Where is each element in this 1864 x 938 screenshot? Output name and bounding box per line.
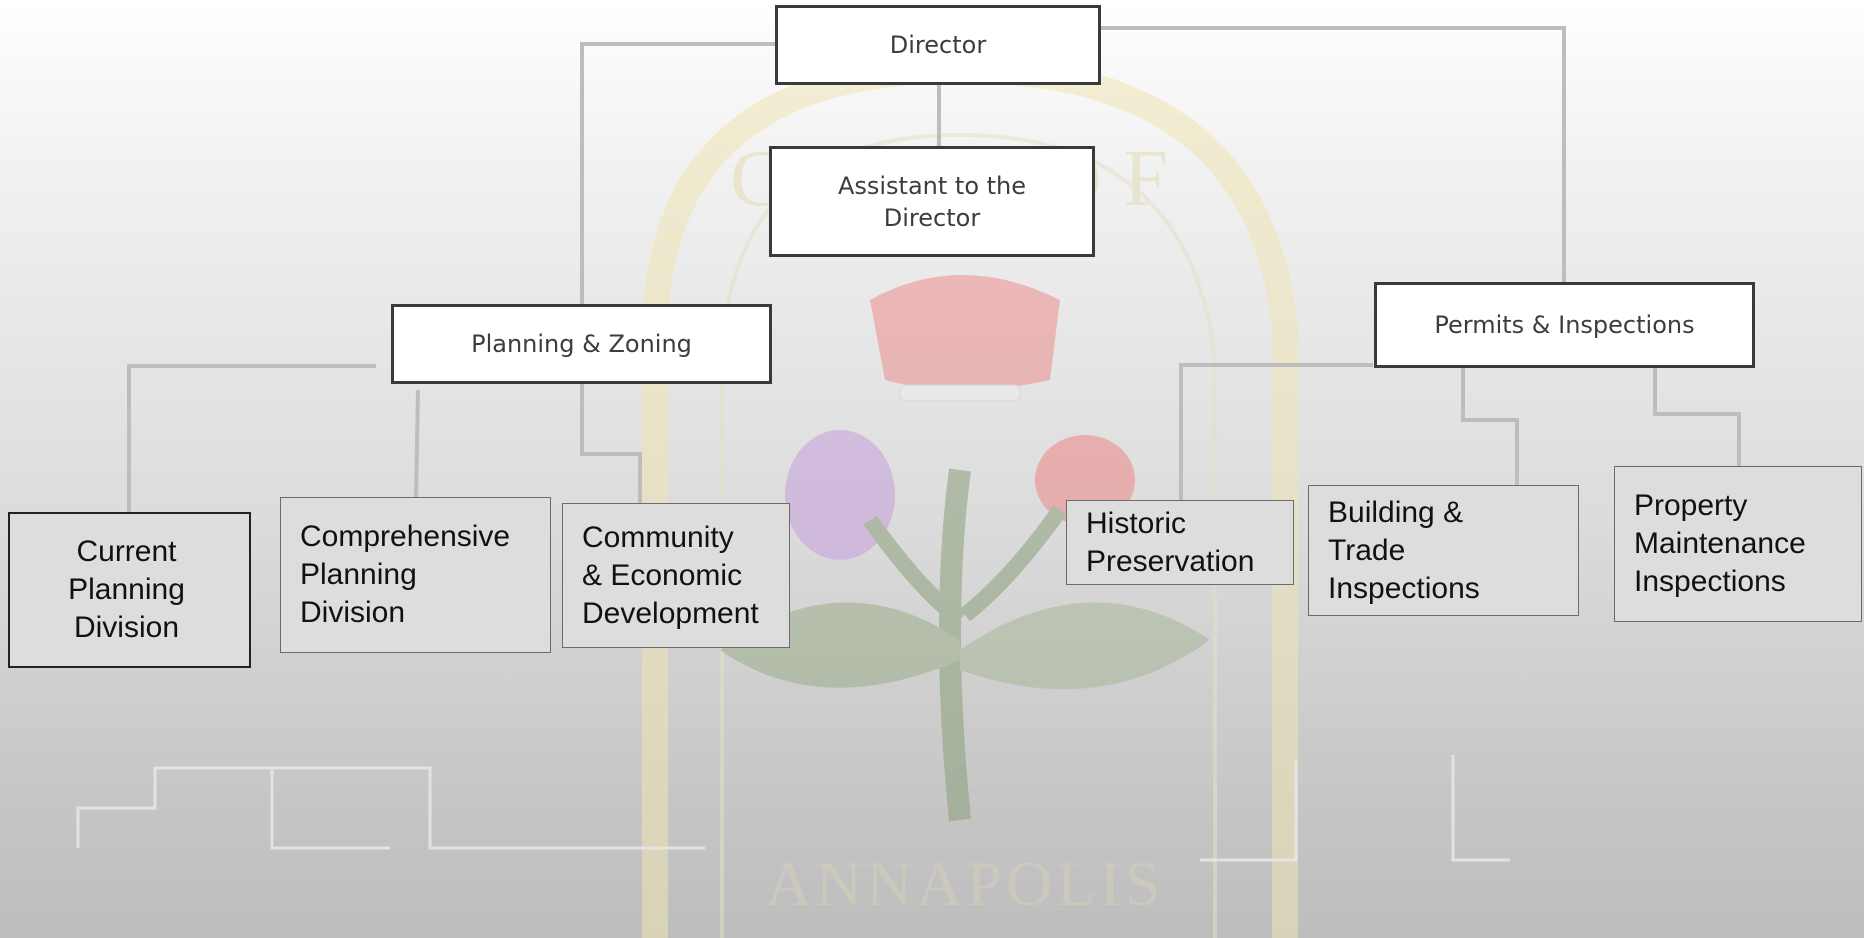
comprehensive-planning-division-box[interactable]: Comprehensive Planning Division [280, 497, 551, 653]
assistant-label: Assistant to the Director [837, 171, 1027, 232]
building-trade-inspections-box[interactable]: Building & Trade Inspections [1308, 485, 1579, 616]
thistle-and-rose-icon [720, 430, 1210, 822]
historic-preservation-label: Historic Preservation [1086, 506, 1255, 578]
planning-zoning-label: Planning & Zoning [471, 330, 692, 358]
community-economic-development-box[interactable]: Community & Economic Development [562, 503, 790, 648]
property-maintenance-inspections-box[interactable]: Property Maintenance Inspections [1614, 466, 1862, 622]
building-trade-label: Building & Trade Inspections [1328, 495, 1480, 605]
current-planning-label: Current Planning Division [68, 535, 185, 644]
comprehensive-planning-label: Comprehensive Planning Division [300, 520, 511, 629]
community-economic-label: Community & Economic Development [582, 520, 759, 630]
planning-zoning-box[interactable]: Planning & Zoning [391, 304, 772, 384]
current-planning-division-box[interactable]: Current Planning Division [8, 512, 251, 668]
director-label: Director [889, 31, 987, 59]
property-maintenance-label: Property Maintenance Inspections [1634, 489, 1806, 598]
seal-bottom-text: ANNAPOLIS [766, 848, 1165, 919]
permits-inspections-box[interactable]: Permits & Inspections [1374, 282, 1755, 368]
director-box[interactable]: Director [775, 5, 1101, 85]
permits-inspections-label: Permits & Inspections [1434, 311, 1695, 339]
assistant-to-director-box[interactable]: Assistant to the Director [769, 146, 1095, 257]
historic-preservation-box[interactable]: Historic Preservation [1066, 500, 1294, 585]
